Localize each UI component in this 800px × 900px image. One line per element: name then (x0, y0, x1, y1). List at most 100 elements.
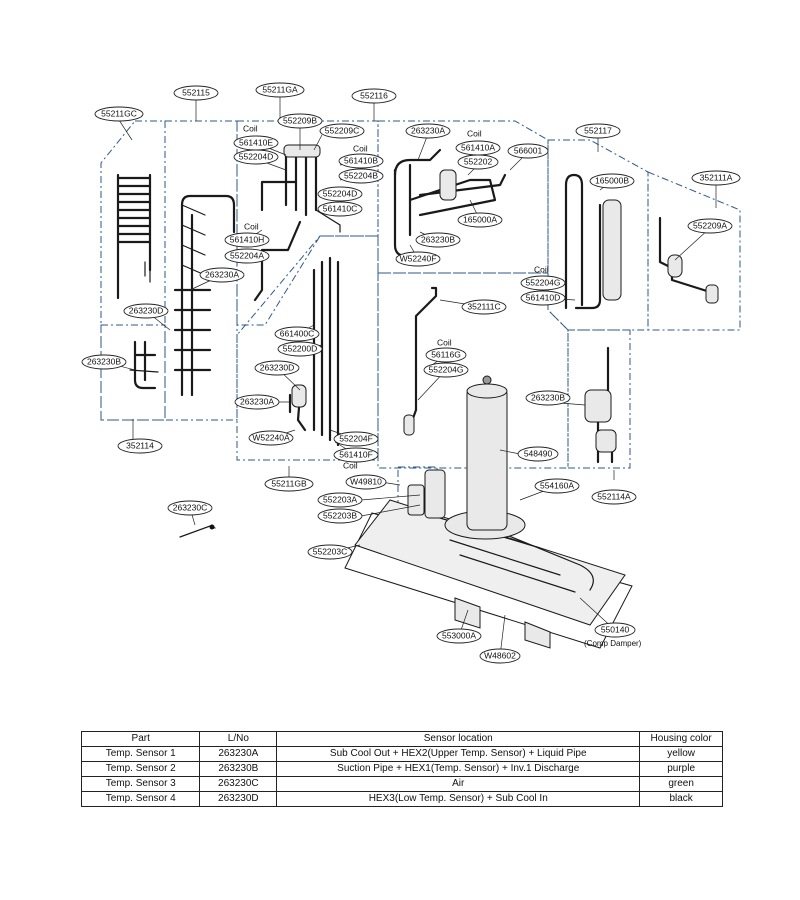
callout-55211GC: 55211GC (94, 106, 144, 122)
callout-W49810: W49810 (345, 474, 387, 490)
callout-552203B: 552203B (317, 508, 363, 524)
callout-561410A: 561410A (455, 140, 501, 156)
callout-552115: 552115 (173, 85, 219, 101)
callout-561410H: 561410H (224, 232, 270, 248)
callout-label: 552114A (597, 491, 631, 501)
group-55211GB-boundary (236, 235, 379, 461)
table-row: Temp. Sensor 3 263230C Air green (80, 776, 723, 792)
callout-label: 552209C (325, 125, 360, 135)
callout-label: 165000B (595, 175, 629, 185)
cell-housing-color: green (639, 776, 723, 792)
coil-text: Coil (343, 460, 358, 470)
callout-263230D-left: 263230D (123, 303, 169, 319)
cell-lno: 263230C (199, 776, 278, 792)
callout-label: W52240A (252, 432, 290, 442)
callout-552117: 552117 (575, 123, 621, 139)
group-552115-boundary (164, 120, 238, 421)
callout-label: 552116 (360, 90, 388, 100)
callout-552204D: 552204D (233, 149, 279, 165)
callout-label: 561410C (323, 203, 358, 213)
callout-label: 566001 (514, 145, 543, 155)
col-header-housing-color: Housing color (639, 731, 723, 747)
callout-label: 165000A (463, 214, 497, 224)
callout-55211GB: 55211GB (264, 476, 314, 492)
callout-label: 263230B (531, 392, 565, 402)
callout-554160A: 554160A (534, 478, 580, 494)
cell-sensor-location: Sub Cool Out + HEX2(Upper Temp. Sensor) … (276, 746, 641, 762)
cell-housing-color: black (639, 791, 723, 807)
callout-263230B-left: 263230B (81, 354, 127, 370)
callout-263230A-left: 263230A (199, 267, 245, 283)
callout-352111C: 352111C (461, 299, 507, 315)
callout-label: 552209A (693, 220, 727, 230)
cell-sensor-location: Suction Pipe + HEX1(Temp. Sensor) + Inv.… (276, 761, 641, 777)
callout-label: 552204D (239, 151, 274, 161)
sensor-263230C-drawing (179, 524, 216, 538)
callout-550140: 550140 (594, 622, 636, 638)
base-pan (354, 499, 626, 626)
cell-part: Temp. Sensor 4 (80, 791, 201, 807)
compressor-base-assembly (344, 375, 633, 649)
group-352114-boundary (100, 324, 166, 421)
callout-552209A: 552209A (687, 218, 733, 234)
callout-label: 552200D (283, 343, 318, 353)
callout-label: 263230C (173, 502, 208, 512)
callout-552204B: 552204B (338, 168, 384, 184)
callout-label: 263230A (240, 396, 274, 406)
callout-label: 552203B (323, 510, 357, 520)
callout-label: 561410H (230, 234, 265, 244)
callout-label: 55211GA (262, 84, 298, 94)
callout-552204F: 552204F (333, 431, 379, 447)
callout-label: 263230B (87, 356, 121, 366)
table-row: Temp. Sensor 1 263230A Sub Cool Out + HE… (80, 746, 723, 762)
callout-552204G-2: 552204G (423, 362, 469, 378)
callout-165000A: 165000A (457, 212, 503, 228)
callout-label: 550140 (601, 624, 630, 634)
cell-housing-color: yellow (639, 746, 723, 762)
cell-part: Temp. Sensor 2 (80, 761, 201, 777)
col-header-sensor-location: Sensor location (276, 731, 641, 747)
callout-label: 561410E (239, 137, 273, 147)
pipe-assembly-55211GA (253, 144, 341, 302)
callout-label: 263230A (411, 125, 445, 135)
sensor-table: Part L/No Sensor location Housing color … (80, 731, 723, 807)
callout-label: 263230A (205, 269, 239, 279)
callout-552204D-2: 552204D (317, 186, 363, 202)
callout-552204A: 552204A (224, 248, 270, 264)
callout-label: 552202 (464, 156, 493, 166)
callout-label: 352114 (126, 440, 154, 450)
callout-label: 55211GC (101, 108, 137, 118)
callout-263230B-top: 263230B (415, 232, 461, 248)
pipe-assembly-552117 (564, 173, 622, 310)
callout-561410D: 561410D (520, 290, 566, 306)
coil-text: Coil (437, 337, 452, 347)
callout-263230C: 263230C (167, 500, 213, 516)
cell-part: Temp. Sensor 1 (80, 746, 201, 762)
coil-text: Coil (467, 128, 482, 138)
callout-label: 561410B (344, 155, 378, 165)
callout-552204G: 552204G (520, 275, 566, 291)
callout-label: 55211GB (271, 478, 307, 488)
callout-label: 552209B (283, 115, 317, 125)
comp-damper-text: (Comp Damper) (584, 639, 642, 648)
callout-label: 561410F (339, 449, 373, 459)
callout-548490: 548490 (517, 446, 559, 462)
callout-263230A-top: 263230A (405, 123, 451, 139)
callout-56116G: 56116G (425, 347, 467, 363)
callout-552200D: 552200D (277, 341, 323, 357)
callout-label: 552203A (323, 494, 357, 504)
callout-label: 552204F (339, 433, 373, 443)
cell-lno: 263230D (199, 791, 278, 807)
group-55211GC-boundary (100, 120, 166, 421)
callout-263230B-right: 263230B (525, 390, 571, 406)
table-row: Temp. Sensor 4 263230D HEX3(Low Temp. Se… (80, 791, 723, 807)
callout-263230A-mid: 263230A (234, 394, 280, 410)
callout-label: W52240F (400, 253, 437, 263)
callout-label: 548490 (524, 448, 553, 458)
cell-sensor-location: HEX3(Low Temp. Sensor) + Sub Cool In (276, 791, 641, 807)
callout-label: 552204G (526, 277, 561, 287)
callout-W48602: W48602 (479, 648, 521, 664)
callout-label: 352111C (467, 301, 500, 311)
callout-label: 552117 (584, 125, 612, 135)
pipe-assembly-352114 (129, 340, 159, 390)
